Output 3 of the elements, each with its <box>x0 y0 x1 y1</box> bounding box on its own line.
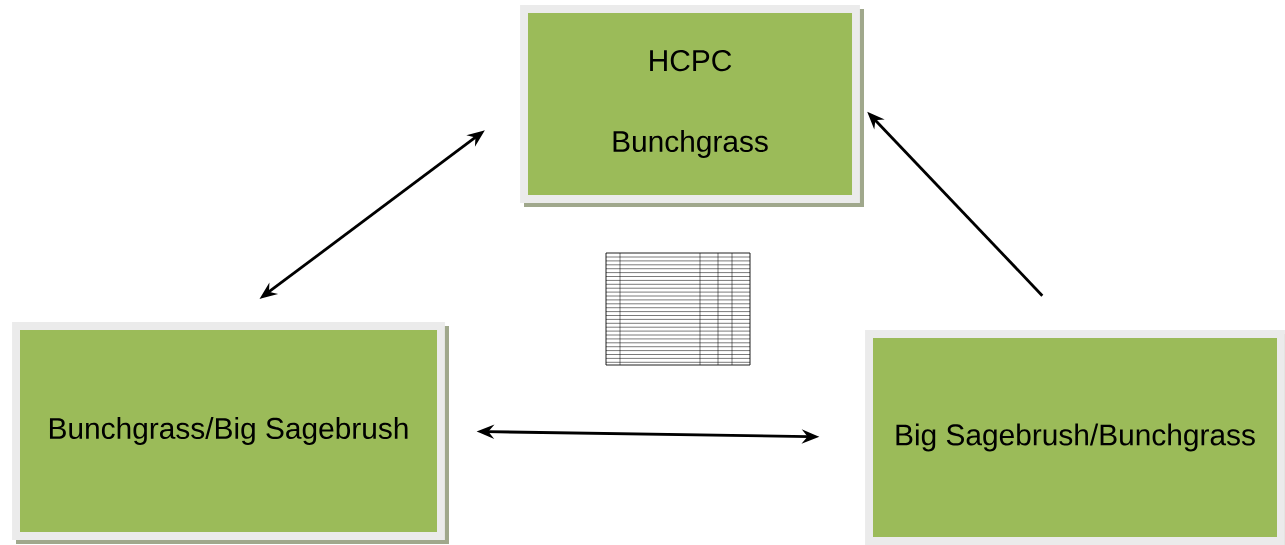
process-box: Bunchgrass/Big Sagebrush <box>12 322 449 544</box>
process-box: HCPC Bunchgrass <box>520 5 864 207</box>
process-box: Big Sagebrush/Bunchgrass <box>865 330 1285 545</box>
